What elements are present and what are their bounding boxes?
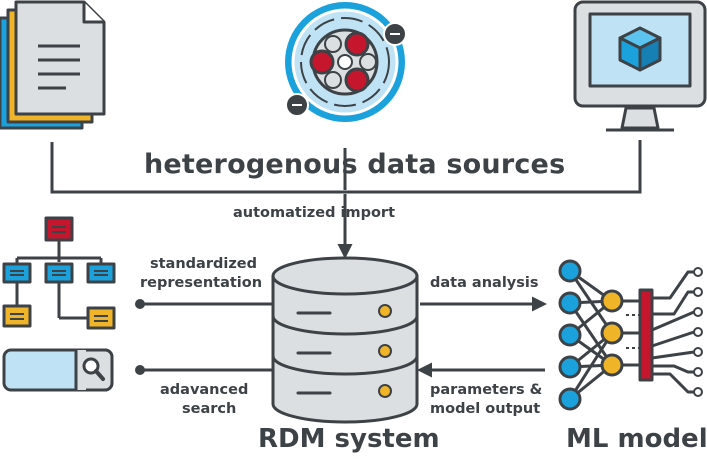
standardized-representation-connector: [135, 299, 272, 309]
molecule-icon: [285, 2, 407, 122]
database-icon: [271, 256, 419, 424]
search-bar-icon: [2, 348, 114, 392]
document-stack-icon: [0, 0, 106, 130]
hierarchy-tree-icon: [2, 216, 116, 330]
automatized-import-label: automatized import: [233, 205, 395, 221]
standardized-label: standardized: [150, 256, 257, 272]
search-label: search: [182, 401, 237, 417]
parameters-label: parameters &: [430, 382, 543, 398]
monitor-cube-icon: [573, 0, 707, 132]
heading-data-sources: heterogenous data sources: [144, 149, 566, 180]
rdm-system-label: RDM system: [258, 424, 440, 454]
ml-model-label: ML model: [566, 424, 707, 454]
data-analysis-label: data analysis: [430, 275, 539, 291]
neural-network-icon: [558, 259, 703, 411]
advanced-label: adavanced: [160, 382, 249, 398]
source-connector-lines: [50, 140, 642, 259]
advanced-search-connector: [135, 365, 272, 375]
representation-label: representation: [140, 275, 263, 291]
model-output-label: model output: [430, 401, 541, 417]
